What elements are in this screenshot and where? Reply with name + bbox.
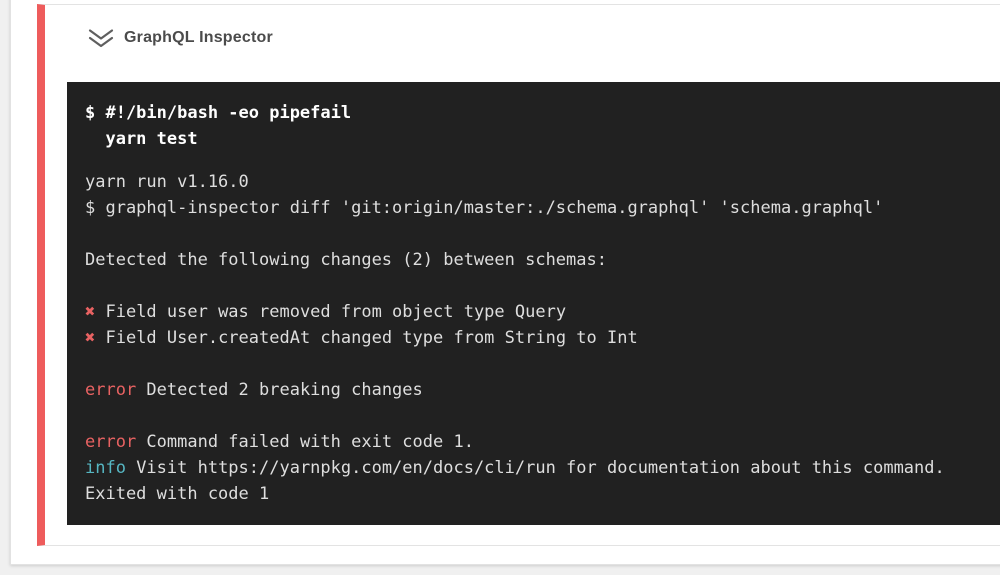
red-text: ✖ [85, 302, 96, 322]
terminal-output-line: error Detected 2 breaking changes [85, 377, 1000, 403]
output-text: Command failed with exit code 1. [136, 432, 474, 452]
terminal-output-block: yarn run v1.16.0 $ graphql-inspector diff… [85, 169, 1000, 507]
step-title: GraphQL Inspector [124, 29, 273, 46]
terminal-output-line: yarn run v1.16.0 [85, 169, 1000, 195]
terminal-output-line [85, 273, 1000, 299]
output-text: Exited with code 1 [85, 484, 270, 504]
terminal-output-line: $ graphql-inspector diff 'git:origin/mas… [85, 195, 1000, 221]
terminal-command-block: $ #!/bin/bash -eo pipefail yarn test [85, 100, 1000, 152]
terminal-output-line: ✖ Field user was removed from object typ… [85, 299, 1000, 325]
output-text: Detected 2 breaking changes [136, 380, 423, 400]
output-text: Visit https://yarnpkg.com/en/docs/cli/ru… [125, 458, 945, 478]
chevron-double-down-icon[interactable] [87, 28, 115, 49]
terminal-command-line: yarn test [85, 129, 198, 149]
red-text: ✖ [85, 328, 96, 348]
red-text: error [85, 380, 137, 400]
terminal-output-line [85, 351, 1000, 377]
terminal-output-line: Detected the following changes (2) betwe… [85, 247, 1000, 273]
content-panel: GraphQL Inspector $ #!/bin/bash -eo pipe… [10, 0, 1000, 565]
output-text: Field User.createdAt changed type from S… [95, 328, 638, 348]
output-text: Field user was removed from object type … [95, 302, 567, 322]
terminal-command-line: $ #!/bin/bash -eo pipefail [85, 103, 352, 123]
terminal-output-line [85, 403, 1000, 429]
build-step-card: GraphQL Inspector $ #!/bin/bash -eo pipe… [37, 4, 1000, 546]
terminal-output-line: info Visit https://yarnpkg.com/en/docs/c… [85, 455, 1000, 481]
output-text: Detected the following changes (2) betwe… [85, 250, 607, 270]
step-header[interactable]: GraphQL Inspector [67, 27, 1000, 49]
terminal-output-line: error Command failed with exit code 1. [85, 429, 1000, 455]
red-text: error [85, 432, 137, 452]
terminal-output-line [85, 221, 1000, 247]
output-text: $ graphql-inspector diff 'git:origin/mas… [85, 198, 884, 218]
terminal-output: $ #!/bin/bash -eo pipefail yarn test yar… [67, 82, 1000, 525]
terminal-output-line: Exited with code 1 [85, 481, 1000, 507]
terminal-output-line: ✖ Field User.createdAt changed type from… [85, 325, 1000, 351]
cyan-text: info [85, 458, 126, 478]
output-text: yarn run v1.16.0 [85, 172, 249, 192]
